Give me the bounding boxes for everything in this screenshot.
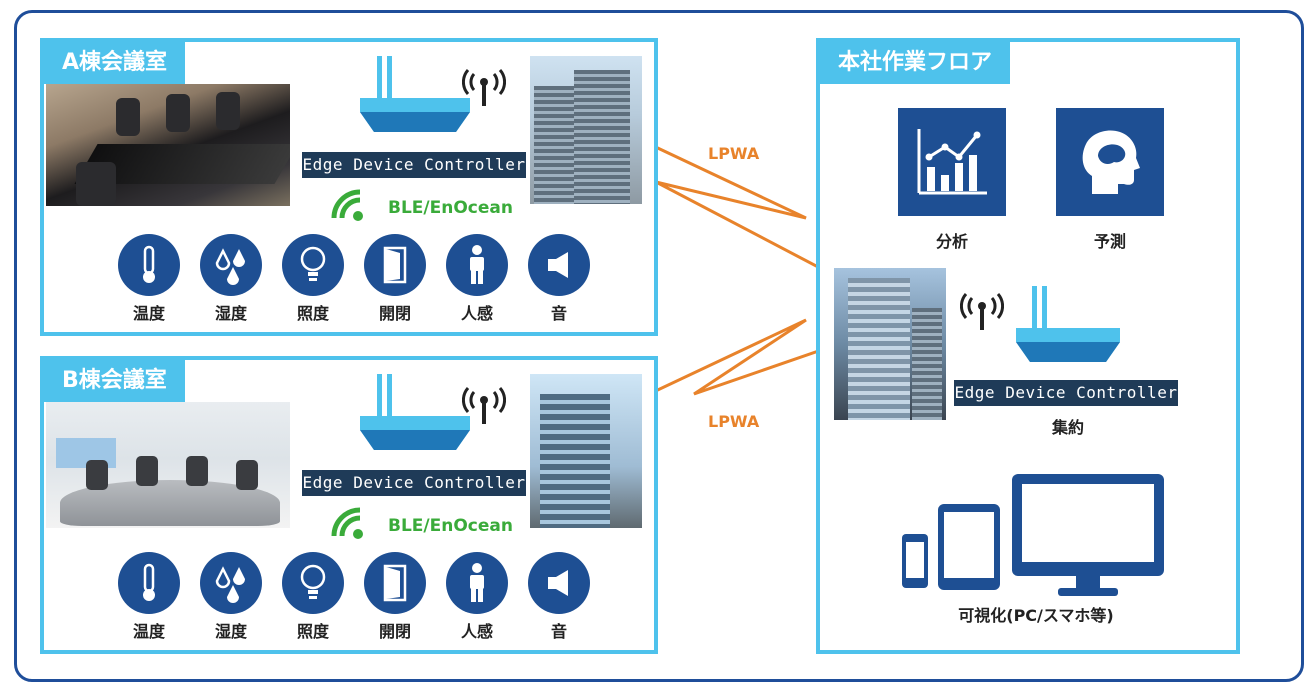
speaker-icon [548, 252, 568, 278]
hq-controller-label: Edge Device Controller [954, 380, 1178, 406]
droplets-icon [215, 248, 245, 285]
room-a-title: A棟会議室 [44, 42, 186, 84]
lightbulb-icon [300, 246, 326, 281]
room-a-photo [46, 84, 290, 206]
lightbulb-icon [300, 564, 326, 599]
room-b-sensors: 温度 湿度 照度 開閉 人感 音 [118, 552, 590, 642]
sensor-temperature: 温度 [118, 234, 180, 324]
wireless-icon [331, 507, 363, 539]
sensor-sound: 音 [528, 552, 590, 642]
analysis-label: 分析 [935, 232, 968, 251]
signal-icon [462, 387, 506, 424]
sensor-motion: 人感 [446, 234, 508, 324]
room-b-title: B棟会議室 [44, 360, 185, 402]
door-icon [383, 564, 407, 602]
room-b-photo [46, 402, 290, 528]
room-a-building-photo [530, 56, 642, 204]
prediction-label: 予測 [1093, 232, 1126, 251]
room-a-controller-label: Edge Device Controller [302, 152, 526, 178]
diagram-frame [14, 10, 1304, 682]
hq-panel: 本社作業フロア 分析 予測 [816, 38, 1240, 654]
sensor-open-close: 開閉 [364, 552, 426, 642]
sensor-motion: 人感 [446, 552, 508, 642]
droplets-icon [215, 566, 245, 603]
room-b-controller-label: Edge Device Controller [302, 470, 526, 496]
thermometer-icon [143, 245, 155, 283]
sensor-temperature: 温度 [118, 552, 180, 642]
room-a-sensors: 温度 湿度 照度 開閉 人感 音 [118, 234, 590, 324]
hq-router [1016, 286, 1120, 376]
head-brain-icon [1082, 130, 1140, 194]
door-icon [383, 246, 407, 284]
lpwa-link-b [627, 318, 863, 406]
wireless-icon [331, 189, 363, 221]
room-b-router [360, 374, 470, 464]
speaker-icon [548, 570, 568, 596]
hq-title: 本社作業フロア [820, 42, 1011, 84]
sensor-humidity: 湿度 [200, 234, 262, 324]
devices-icon [902, 474, 1164, 596]
hq-building-photo [834, 268, 946, 420]
sensor-sound: 音 [528, 234, 590, 324]
signal-icon [960, 293, 1004, 330]
sensor-open-close: 開閉 [364, 234, 426, 324]
room-a-panel: A棟会議室 Edge Device Controller BLE/EnOcean [40, 38, 658, 336]
analysis-tile [898, 108, 1006, 216]
visualize-label: 可視化(PC/スマホ等) [958, 606, 1114, 625]
room-b-wireless-label: BLE/EnOcean [388, 516, 513, 536]
signal-icon [462, 69, 506, 106]
person-icon [470, 245, 484, 284]
sensor-illuminance: 照度 [282, 234, 344, 324]
room-a-router [360, 56, 470, 146]
room-b-panel: B棟会議室 Edge Device Controller BLE/EnOcean [40, 356, 658, 654]
lpwa-label-bottom: LPWA [708, 412, 760, 431]
lpwa-link-a [627, 132, 863, 292]
sensor-illuminance: 照度 [282, 552, 344, 642]
chart-icon [917, 129, 987, 195]
prediction-tile [1056, 108, 1164, 216]
thermometer-icon [143, 563, 155, 601]
room-b-building-photo [530, 374, 642, 528]
lpwa-label-top: LPWA [708, 144, 760, 163]
sensor-humidity: 湿度 [200, 552, 262, 642]
room-a-wireless-label: BLE/EnOcean [388, 198, 513, 218]
person-icon [470, 563, 484, 602]
aggregate-label: 集約 [1051, 418, 1084, 437]
